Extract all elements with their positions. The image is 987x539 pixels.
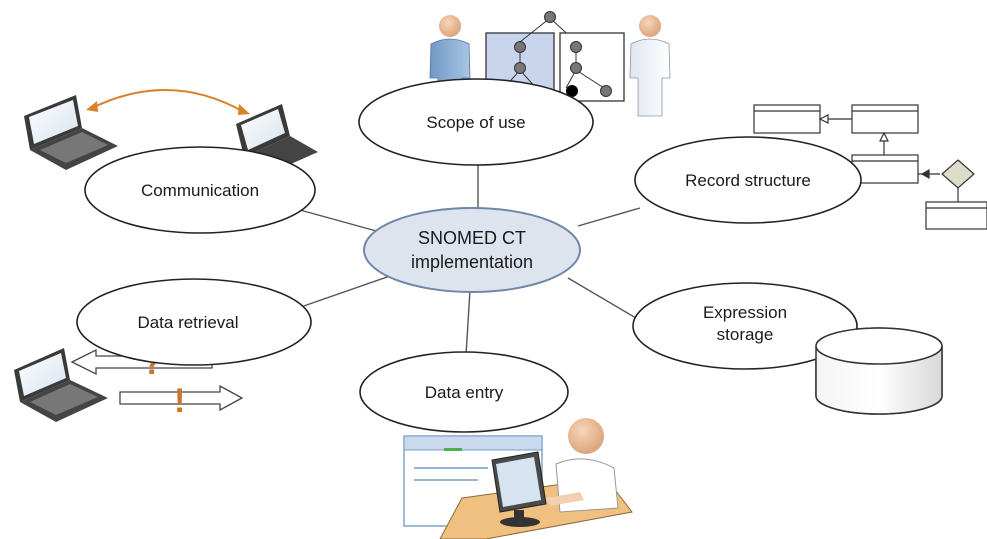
record-structure-illustration [753,104,987,230]
node-record-structure: Record structure [634,136,862,224]
node-data-entry: Data entry [359,351,569,433]
uml-diamond-icon [941,159,975,189]
person-white-icon [629,15,671,117]
node-expression-storage: Expression storage [632,282,858,370]
label-expression-storage-line1: Expression [703,303,787,322]
data-entry-illustration [403,418,633,539]
label-communication: Communication [141,181,259,200]
person-typing-icon [546,418,619,513]
laptop-retrieval-icon [14,348,108,422]
exclamation-mark-icon: ! [174,382,185,420]
uml-class-bottom-icon [925,201,987,230]
connector-entry [465,289,471,356]
label-scope-of-use: Scope of use [426,113,525,132]
database-cylinder-front [815,327,943,415]
communication-illustration [24,88,318,175]
uml-class-top-right-icon [851,104,919,134]
connector-communication [299,209,381,233]
connector-record [577,207,641,227]
arrow-right-icon [119,384,244,412]
monitor-icon [491,451,547,527]
data-retrieval-illustration: ? ! [14,344,244,422]
center-label-line1: SNOMED CT [418,228,526,248]
arrowhead-right-icon [238,104,250,115]
label-data-entry: Data entry [425,383,504,402]
tree-box-right-icon [559,32,625,102]
connector-retrieval [297,275,391,309]
node-data-retrieval: Data retrieval [76,278,312,366]
connectors [297,160,641,356]
arrowhead-left-icon [86,101,98,112]
center-label-line2: implementation [411,252,533,272]
uml-class-top-left-icon [753,104,821,134]
node-center-snomed: SNOMED CT implementation [363,207,581,293]
connector-storage [567,277,637,319]
laptop-left-icon [24,95,118,170]
node-communication: Communication [84,146,316,234]
node-scope-of-use: Scope of use [358,78,594,166]
label-data-retrieval: Data retrieval [137,313,238,332]
communication-arrow [91,88,245,113]
uml-class-middle-icon [851,154,919,184]
label-record-structure: Record structure [685,171,811,190]
label-expression-storage-line2: storage [717,325,774,344]
